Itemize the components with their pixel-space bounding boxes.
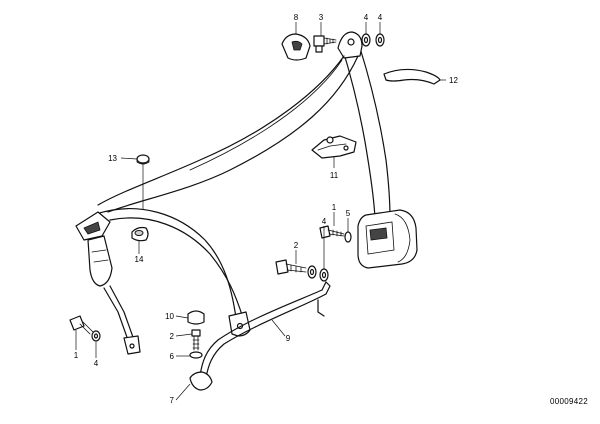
belt-buckle-tongue — [75, 211, 111, 241]
upper-anchor-plate — [337, 31, 363, 59]
callout-12: 12 — [449, 76, 458, 85]
callout-6: 6 — [170, 352, 175, 361]
callout-2-low: 2 — [170, 332, 175, 341]
belt-retractor — [357, 209, 418, 269]
lap-belt — [95, 208, 244, 319]
callout-4-left: 4 — [94, 359, 99, 368]
catalog-number: 00009422 — [550, 397, 588, 406]
guide-rail-cable — [199, 281, 331, 379]
callout-8-top: 8 — [294, 13, 299, 22]
callout-1-mid: 1 — [332, 203, 337, 212]
callout-3-top: 3 — [319, 13, 324, 22]
callout-11: 11 — [330, 171, 339, 180]
height-adjuster — [311, 135, 357, 159]
lap-belt-end-fitting — [228, 311, 251, 337]
anchor-bolt-top — [313, 35, 337, 53]
callout-4-top-b: 4 — [378, 13, 383, 22]
callout-10: 10 — [165, 312, 174, 321]
bolt-stack-lower — [187, 310, 205, 359]
callout-4-top-a: 4 — [364, 13, 369, 22]
callout-2-mid: 2 — [294, 241, 299, 250]
anchor-bolt-left — [69, 315, 101, 342]
callout-5: 5 — [346, 209, 351, 218]
cover-cap — [281, 33, 311, 61]
trim-clip — [383, 68, 441, 85]
lower-rail-fitting — [189, 371, 213, 391]
callout-13: 13 — [108, 154, 117, 163]
callout-labels: 8 3 4 4 12 13 11 1 5 4 2 14 9 10 2 6 7 1… — [74, 13, 459, 405]
leader-lines — [75, 22, 446, 401]
anchor-bolt-lower — [275, 259, 329, 282]
shoulder-belt — [97, 55, 359, 213]
callout-4-mid: 4 — [322, 217, 327, 226]
vertical-belt-strap — [342, 47, 391, 219]
grommet — [131, 226, 149, 242]
washer-pair-top — [361, 33, 385, 47]
callout-9: 9 — [286, 334, 291, 343]
callout-7: 7 — [170, 396, 175, 405]
callout-14: 14 — [135, 255, 144, 264]
anchor-bolt-mid — [319, 225, 352, 243]
small-cap — [136, 154, 150, 165]
callout-1-left: 1 — [74, 351, 79, 360]
belt-buckle-stalk — [87, 235, 141, 355]
